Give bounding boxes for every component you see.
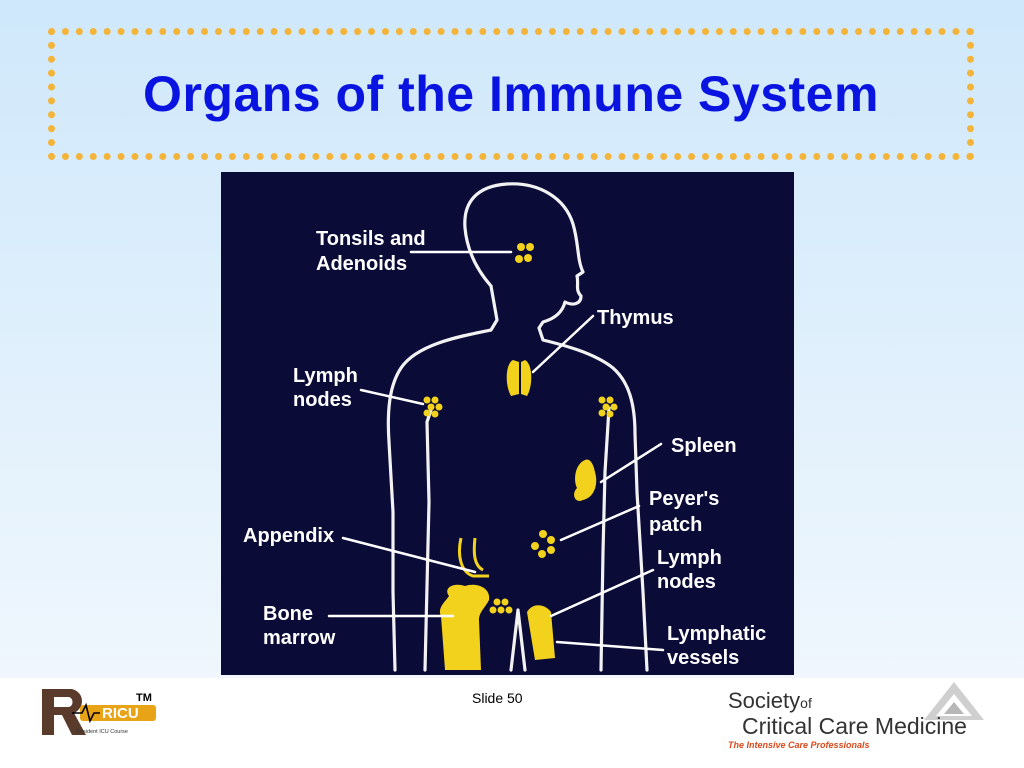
left-inner-arm xyxy=(423,408,433,672)
ricu-subtitle: Resident ICU Course xyxy=(76,729,128,735)
sccm-word-society: Society xyxy=(728,688,801,713)
body-outline-left xyxy=(386,284,499,672)
thymus-organ xyxy=(506,360,532,396)
leader-lymphatic xyxy=(555,640,665,652)
ricu-logo-text: RICU xyxy=(102,705,139,722)
lymphatic-vessels-organ xyxy=(527,605,555,660)
ricu-tm: TM xyxy=(136,692,152,704)
label-peyers-line1: Peyer's xyxy=(649,488,719,510)
lymph-node-left-organ xyxy=(423,396,443,418)
label-lymph-lower-line1: Lymph xyxy=(657,547,722,569)
leader-peyers xyxy=(559,504,641,542)
label-lymphatic-line1: Lymphatic xyxy=(667,623,766,645)
label-bone-line1: Bone xyxy=(263,603,313,625)
leader-spleen xyxy=(599,442,663,484)
label-lymph-upper-line2: nodes xyxy=(293,389,352,411)
leader-lymph-lower xyxy=(549,568,655,618)
appendix-organ xyxy=(458,537,489,578)
sccm-name-line1: Societyof xyxy=(728,688,812,714)
label-tonsils-line1: Tonsils and xyxy=(316,228,426,250)
body-outline xyxy=(463,182,649,672)
leader-thymus xyxy=(531,314,595,374)
leader-lymph-upper xyxy=(359,388,425,406)
label-lymph-upper-line1: Lymph xyxy=(293,365,358,387)
peyers-patch-organ xyxy=(531,530,555,558)
immune-system-diagram: Tonsils and Adenoids Thymus Lymph nodes … xyxy=(221,172,794,675)
sccm-name-line2: Critical Care Medicine xyxy=(742,713,967,739)
tonsils-organ xyxy=(515,243,534,263)
label-tonsils-line2: Adenoids xyxy=(316,253,407,275)
sccm-word-of: of xyxy=(800,695,812,711)
diagram-canvas: Tonsils and Adenoids Thymus Lymph nodes … xyxy=(243,182,766,672)
slide-title: Organs of the Immune System xyxy=(143,66,879,122)
leg-gap xyxy=(509,608,527,672)
leader-appendix xyxy=(341,536,477,574)
right-inner-arm xyxy=(599,406,611,672)
footer-bar xyxy=(0,678,1024,768)
label-lymphatic-line2: vessels xyxy=(667,647,739,669)
label-spleen: Spleen xyxy=(671,435,737,457)
label-appendix: Appendix xyxy=(243,525,334,547)
lymph-node-lower-organ xyxy=(489,598,513,614)
spleen-organ xyxy=(574,459,597,501)
label-lymph-lower-line2: nodes xyxy=(657,571,716,593)
lymph-node-right-organ xyxy=(598,396,618,418)
label-thymus: Thymus xyxy=(597,307,674,329)
slide-number: Slide 50 xyxy=(472,690,523,706)
sccm-logo xyxy=(924,682,984,720)
label-bone-line2: marrow xyxy=(263,627,336,649)
ricu-logo: RICU TM Resident ICU Course xyxy=(42,689,156,735)
bone-marrow-organ xyxy=(439,584,490,670)
label-peyers-line2: patch xyxy=(649,514,702,536)
sccm-tagline: The Intensive Care Professionals xyxy=(728,740,870,750)
title-frame: Organs of the Immune System xyxy=(48,28,974,160)
